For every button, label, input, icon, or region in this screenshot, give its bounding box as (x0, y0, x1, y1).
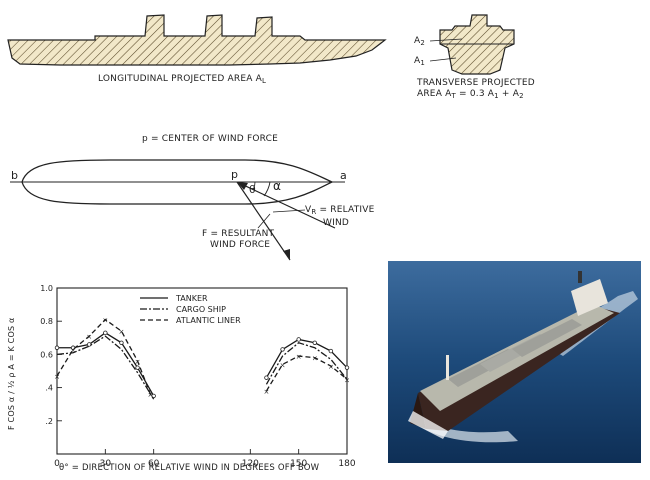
series-line-atlantic-liner (265, 355, 348, 392)
chart-xlabel: θ° = DIRECTION OF RELATIVE WIND IN DEGRE… (59, 463, 320, 473)
a1-label: A1 (414, 56, 426, 67)
center-of-wind-force-label: p = CENTER OF WIND FORCE (142, 134, 279, 144)
data-point: × (102, 317, 108, 325)
resultant-force-label: F = RESULTANT WIND FORCE (202, 229, 275, 250)
relative-wind-label: VR = RELATIVE WIND (305, 205, 375, 228)
alpha-label: α (273, 179, 282, 193)
y-tick-label: .2 (45, 417, 53, 426)
y-tick-label: 0.6 (40, 350, 53, 359)
data-point (312, 340, 317, 345)
data-point (103, 330, 108, 336)
data-point (280, 347, 285, 352)
series-line-cargo-ship (56, 335, 155, 400)
longitudinal-hull-shape (7, 14, 387, 66)
data-point: × (135, 358, 141, 366)
ship-bridge (571, 279, 608, 316)
cargo-ship-photo (388, 261, 641, 463)
wind-force-diagram (10, 159, 345, 261)
a2-label: A2 (414, 36, 426, 47)
y-tick-label: 0.8 (40, 317, 53, 326)
x-tick-label: 0 (54, 459, 60, 469)
x-tick-label: 30 (100, 459, 112, 469)
longitudinal-profile (7, 14, 387, 66)
data-point: × (54, 373, 60, 381)
data-point (328, 348, 334, 354)
data-point: × (119, 328, 125, 336)
data-point: × (296, 353, 302, 361)
longitudinal-area-label: LONGITUDINAL PROJECTED AREA AL (98, 74, 267, 85)
point-p-label: p (231, 168, 239, 181)
chart-frame (56, 287, 348, 455)
x-tick-label: 150 (290, 459, 307, 469)
chart-ylabel: F COS α / ½ ρ A = K COS α (7, 317, 16, 430)
transverse-area-label: TRANSVERSE PROJECTED AREA AT = 0.3 A1 + … (417, 78, 535, 100)
point-a-label: a (340, 169, 347, 182)
legend-label: ATLANTIC LINER (176, 316, 241, 325)
series-line-atlantic-liner (56, 318, 152, 395)
y-tick-label: .4 (45, 384, 53, 393)
data-point: × (86, 333, 92, 341)
data-point: × (312, 355, 318, 363)
x-tick-label: 120 (242, 459, 259, 469)
series-line-tanker (265, 338, 348, 378)
theta-label: θ (249, 183, 256, 196)
data-point: × (280, 361, 286, 369)
data-point (54, 345, 60, 350)
data-point: × (344, 376, 350, 384)
data-point: × (70, 346, 76, 354)
x-tick-label: 60 (148, 459, 160, 469)
data-point (135, 365, 140, 370)
point-b-label: b (11, 169, 19, 182)
y-tick-label: 1.0 (40, 284, 53, 293)
hull-plan-outline (21, 159, 334, 205)
series-line-cargo-ship (265, 342, 348, 385)
data-point (119, 340, 124, 345)
data-point (344, 365, 350, 370)
data-point: × (264, 388, 270, 396)
x-tick-label: 180 (338, 459, 355, 469)
data-point (264, 375, 269, 380)
data-point: × (328, 363, 334, 371)
data-point (87, 342, 92, 347)
legend-label: TANKER (175, 294, 208, 303)
legend-label: CARGO SHIP (176, 305, 226, 314)
transverse-profile (429, 14, 515, 75)
data-point: × (148, 391, 154, 399)
data-point (296, 337, 301, 342)
